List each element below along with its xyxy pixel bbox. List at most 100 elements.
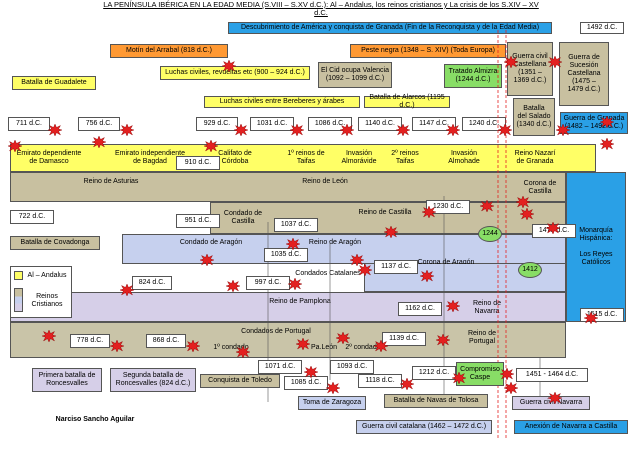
salado-box: Batalla del Salado (1340 d.C.) <box>513 98 555 136</box>
date-929: 929 d.C. <box>196 117 238 131</box>
event-burst-icon <box>446 124 460 136</box>
date-868: 868 d.C. <box>146 334 186 348</box>
event-burst-icon <box>436 334 450 346</box>
event-burst-icon <box>358 264 372 276</box>
condado-castilla: Condado de Castilla <box>223 210 263 225</box>
peste-negra-box: Peste negra (1348 – S. XIV) (Toda Europa… <box>350 44 506 58</box>
reino-leon: Reino de León <box>302 178 348 185</box>
navas-tolosa-box: Batalla de Navas de Tolosa <box>384 394 488 408</box>
date-910: 910 d.C. <box>176 156 220 170</box>
event-burst-icon <box>296 338 310 350</box>
reino-navarra: Reino de Navarra <box>472 300 502 315</box>
event-burst-icon <box>304 366 318 378</box>
reino-nazari: Reino Nazarí de Granada <box>514 150 556 165</box>
circle-1412: 1412 <box>518 262 542 278</box>
event-burst-icon <box>340 124 354 136</box>
tratado-almizra-box: Tratado Almizra (1244 d.C.) <box>444 64 502 88</box>
date-722: 722 d.C. <box>10 210 54 224</box>
event-burst-icon <box>420 270 434 282</box>
event-burst-icon <box>92 136 106 148</box>
reino-pamplona: Reino de Pamplona <box>269 298 331 305</box>
corona-aragon: Corona de Aragón <box>417 259 475 266</box>
event-burst-icon <box>290 124 304 136</box>
guadalete-box: Batalla de Guadalete <box>12 76 96 90</box>
event-burst-icon <box>186 340 200 352</box>
segundos-taifas: 2º reinos Taifas <box>391 150 419 165</box>
date-1118: 1118 d.C. <box>358 374 402 388</box>
event-burst-icon <box>480 200 494 212</box>
zaragoza-box: Toma de Zaragoza <box>298 396 366 410</box>
event-burst-icon <box>226 280 240 292</box>
date-1162: 1162 d.C. <box>398 302 442 316</box>
descubrimiento-box: Descubrimiento de América y conquista de… <box>228 22 552 34</box>
event-burst-icon <box>384 226 398 238</box>
date-1230: 1230 d.C. <box>426 200 470 214</box>
circle-1244: 1244 <box>478 226 502 242</box>
date-1492: 1492 d.C. <box>580 22 624 34</box>
event-burst-icon <box>520 208 534 220</box>
event-burst-icon <box>204 140 218 152</box>
date-1093: 1093 d.C. <box>330 360 374 374</box>
corona-castilla: Corona de Castilla <box>523 180 557 195</box>
event-burst-icon <box>504 56 518 68</box>
event-burst-icon <box>500 368 514 380</box>
condados-catalanes: Condados Catalanes <box>295 270 361 277</box>
condado-aragon: Condado de Aragón <box>179 239 243 246</box>
event-burst-icon <box>374 340 388 352</box>
event-burst-icon <box>326 382 340 394</box>
event-burst-icon <box>222 60 236 72</box>
alarcos-box: Batalla de Alarcos (1195 d.C.) <box>364 94 450 109</box>
event-burst-icon <box>234 124 248 136</box>
legend-label-cristianos: Reinos Cristianos <box>31 293 63 308</box>
califato-cordoba: Califato de Córdoba <box>218 150 252 165</box>
event-burst-icon <box>422 206 436 218</box>
event-burst-icon <box>110 340 124 352</box>
guerra-civil-catalana-box: Guerra civil catalana (1462 – 1472 d.C.) <box>356 420 492 434</box>
invasion-almoravide: Invasión Almorávide <box>341 150 377 165</box>
event-burst-icon <box>498 124 512 136</box>
guerra-sucesion-box: Guerra de Sucesión Castellana (1475 – 14… <box>559 42 609 106</box>
event-burst-icon <box>396 124 410 136</box>
date-1035: 1035 d.C. <box>264 248 308 262</box>
luchas-bereberes-box: Luchas civiles entre Bereberes y árabes <box>204 96 360 108</box>
date-1031: 1031 d.C. <box>250 117 294 131</box>
emirato-independiente: Emirato independiente de Bagdad <box>114 150 186 165</box>
event-burst-icon <box>120 284 134 296</box>
event-burst-icon <box>42 330 56 342</box>
roncesvalles-1-box: Primera batalla de Roncesvalles <box>32 368 102 392</box>
author: Narciso Sancho Aguilar <box>55 416 135 423</box>
toledo-box: Conquista de Toledo <box>200 374 280 388</box>
event-burst-icon <box>48 124 62 136</box>
asturias-leon-band <box>10 172 566 202</box>
guerra-civil-navarra-box: Guerra civil Navarra <box>512 396 590 410</box>
legend-swatch-cristianos <box>14 288 23 312</box>
date-1037: 1037 d.C. <box>274 218 318 232</box>
date-951: 951 d.C. <box>176 214 220 228</box>
emirato-dependiente: Emirato dependiente de Damasco <box>16 150 82 165</box>
reino-asturias: Reino de Asturias <box>83 178 139 185</box>
reino-portugal: Reino de Portugal <box>467 330 497 345</box>
event-burst-icon <box>600 138 614 150</box>
reino-castilla: Reino de Castilla <box>358 209 412 216</box>
navarra-band <box>10 292 566 322</box>
event-burst-icon <box>556 124 570 136</box>
event-burst-icon <box>516 196 530 208</box>
date-1140: 1140 d.C. <box>358 117 402 131</box>
date-824: 824 d.C. <box>132 276 172 290</box>
reino-aragon: Reino de Aragón <box>308 239 362 246</box>
date-1212: 1212 d.C. <box>412 366 456 380</box>
event-burst-icon <box>546 222 560 234</box>
date-1240: 1240 d.C. <box>462 117 506 131</box>
motin-arrabal-box: Motín del Arrabal (818 d.C.) <box>110 44 228 58</box>
event-burst-icon <box>8 140 22 152</box>
invasion-almohade: Invasión Almohade <box>448 150 480 165</box>
event-burst-icon <box>200 254 214 266</box>
date-756: 756 d.C. <box>78 117 120 131</box>
guerra-civil-castellana-box: Guerra civil Castellana (1351 – 1369 d.C… <box>507 42 553 96</box>
date-778: 778 d.C. <box>70 334 110 348</box>
pa-leon: Pa.León <box>310 344 338 351</box>
legend-label-alandalus: Al – Andalus <box>27 272 67 279</box>
event-burst-icon <box>120 124 134 136</box>
event-burst-icon <box>584 312 598 324</box>
date-1137: 1137 d.C. <box>374 260 418 274</box>
